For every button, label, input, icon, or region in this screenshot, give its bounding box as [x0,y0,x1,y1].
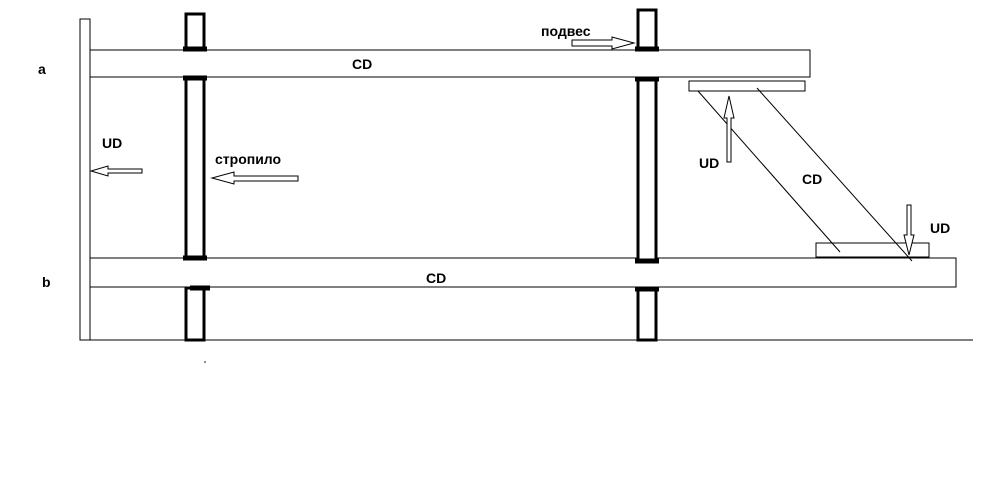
arrow-left-icon [89,165,143,177]
arrow-right-icon [571,36,636,50]
cd-diagonal-edge-2 [756,87,913,262]
rafter-right-middle [636,77,658,263]
arrow-left-icon [210,171,299,185]
cd-beam-bottom [89,257,957,288]
ud-plate-upper [688,80,806,92]
arrow-down-icon [903,204,915,256]
arrow-up-icon [723,95,735,163]
label-cd-bottom: CD [426,270,446,286]
rafter-right-bottom [636,286,658,342]
label-cd-diagonal: CD [802,171,822,187]
dot-mark [204,361,206,363]
label-ud-lower: UD [930,220,950,236]
cd-beam-top [89,49,811,78]
label-cd-top: CD [352,56,372,72]
label-level-b: b [42,274,51,290]
rafter-left-middle [184,76,206,260]
ud-plate-lower [815,242,930,258]
label-rafter: стропило [215,151,281,167]
wall-ud-profile [79,18,91,341]
cd-diagonal-edge-1 [697,90,841,253]
label-level-a: a [38,61,46,77]
label-ud-upper: UD [699,155,719,171]
label-hanger: подвес [541,23,591,39]
rafter-right-top [636,8,658,51]
label-ud-wall: UD [102,135,122,151]
rafter-left-top [184,12,206,51]
rafter-left-bottom [184,286,206,342]
